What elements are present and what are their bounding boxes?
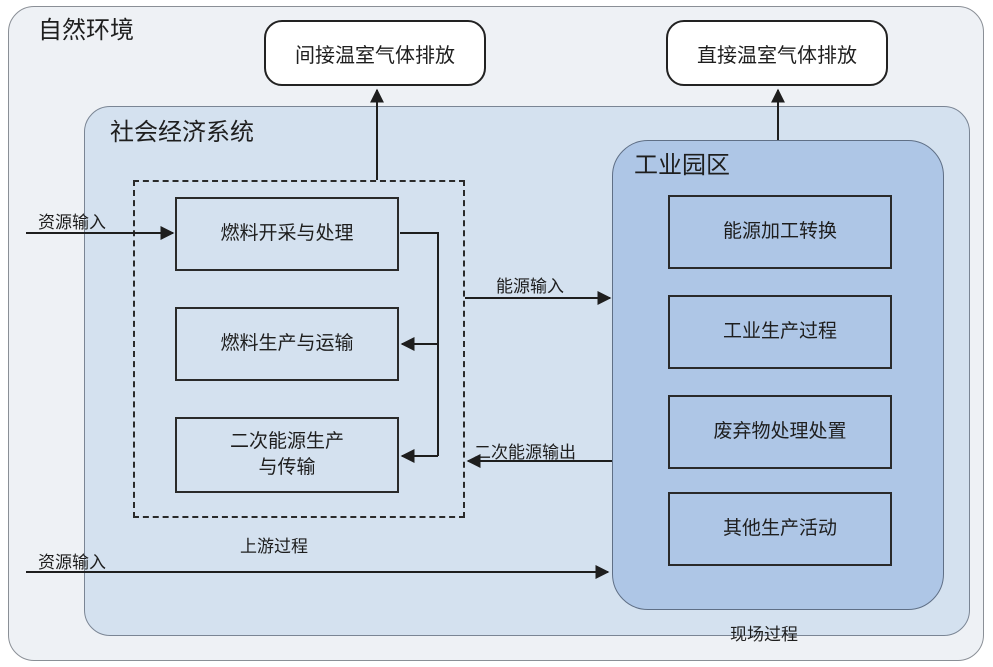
natural-environment-title: 自然环境 xyxy=(38,16,134,44)
upstream-process-group xyxy=(133,180,465,518)
direct-emission-box: 直接温室气体排放 xyxy=(666,20,888,86)
upstream-box-fuel-production: 燃料生产与运输 xyxy=(175,307,399,381)
direct-emission-label: 直接温室气体排放 xyxy=(697,42,857,67)
socio-economic-title: 社会经济系统 xyxy=(110,118,254,146)
onsite-box-label: 工业生产过程 xyxy=(722,320,837,343)
secondary-energy-output-label: 二次能源输出 xyxy=(474,443,576,463)
onsite-box-label: 其他生产活动 xyxy=(722,517,837,540)
onsite-box-label: 能源加工转换 xyxy=(722,220,837,243)
indirect-emission-label: 间接温室气体排放 xyxy=(295,42,455,67)
industrial-park-title: 工业园区 xyxy=(634,151,730,179)
onsite-box-waste-treatment: 废弃物处理处置 xyxy=(668,395,892,469)
indirect-emission-box: 间接温室气体排放 xyxy=(264,20,486,86)
onsite-box-label: 废弃物处理处置 xyxy=(713,420,847,443)
resource-input-upstream-label: 资源输入 xyxy=(38,213,106,233)
upstream-box-secondary-energy: 二次能源生产 与传输 xyxy=(175,417,399,493)
upstream-caption: 上游过程 xyxy=(240,537,308,557)
energy-input-label: 能源输入 xyxy=(496,277,564,297)
onsite-box-energy-conversion: 能源加工转换 xyxy=(668,195,892,269)
upstream-box-label: 燃料开采与处理 xyxy=(220,222,354,245)
onsite-box-other-activities: 其他生产活动 xyxy=(668,492,892,566)
onsite-box-industrial-production: 工业生产过程 xyxy=(668,295,892,369)
upstream-box-label: 燃料生产与运输 xyxy=(220,332,354,355)
resource-input-park-label: 资源输入 xyxy=(38,553,106,573)
onsite-caption: 现场过程 xyxy=(730,625,798,645)
upstream-box-fuel-extraction: 燃料开采与处理 xyxy=(175,197,399,271)
upstream-box-label: 二次能源生产 与传输 xyxy=(229,430,344,478)
connector-upstream-trunk xyxy=(400,232,439,456)
